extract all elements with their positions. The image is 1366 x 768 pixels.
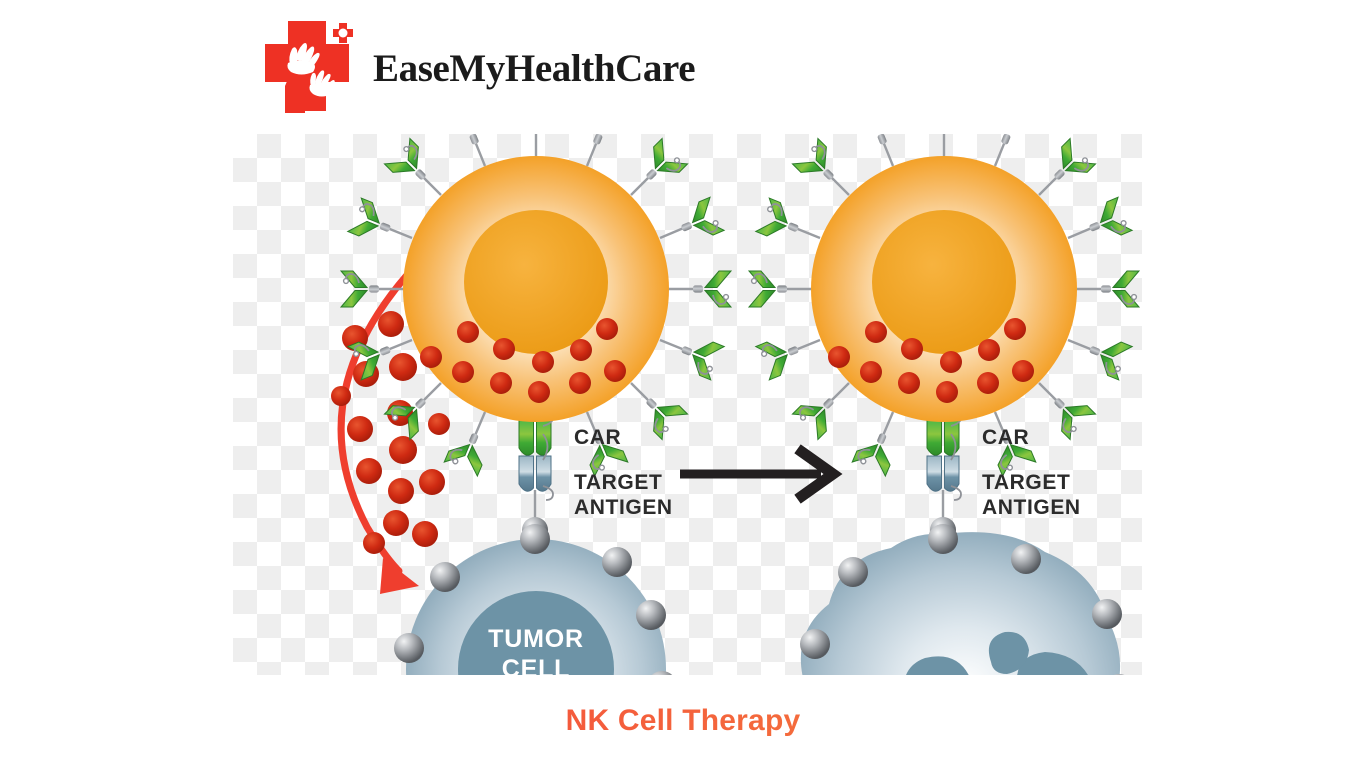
- page-caption: NK Cell Therapy: [0, 704, 1366, 738]
- label-target-antigen-left: TARGET ANTIGEN: [574, 471, 673, 519]
- transition-arrow-icon: [680, 444, 843, 504]
- nk-granules-right: [828, 318, 1034, 403]
- red-cross-with-hands-icon: [265, 21, 353, 113]
- car-nk-therapy-diagram: CAR TARGET ANTIGEN CAR TARGET ANTIGEN TU…: [233, 134, 1142, 675]
- right-panel-group: [747, 134, 1141, 675]
- tumor-antigen-knobs-left: [394, 524, 673, 675]
- nk-granules-left: [420, 318, 626, 403]
- nk-cell-left: [339, 134, 733, 478]
- nk-cell-right: [747, 134, 1141, 478]
- granule-release-arrow-group: [337, 261, 420, 594]
- label-car-right: CAR: [982, 426, 1030, 449]
- tumor-cell-left: [394, 524, 673, 675]
- tumor-nucleus-fragments-right: [906, 631, 1088, 675]
- site-logo-header: EaseMyHealthCare: [255, 14, 715, 114]
- tumor-cell-right: [800, 524, 1125, 675]
- left-panel-group: [331, 134, 733, 675]
- released-granules-group: [331, 311, 450, 554]
- brand-name: EaseMyHealthCare: [373, 47, 696, 90]
- tumor-antigen-knobs-right: [800, 524, 1125, 675]
- label-target-antigen-right: TARGET ANTIGEN: [982, 471, 1081, 519]
- label-car-left: CAR: [574, 426, 622, 449]
- diagram-illustration: [331, 134, 1141, 675]
- tumor-cell-caption: TUMOR CELL: [488, 625, 584, 675]
